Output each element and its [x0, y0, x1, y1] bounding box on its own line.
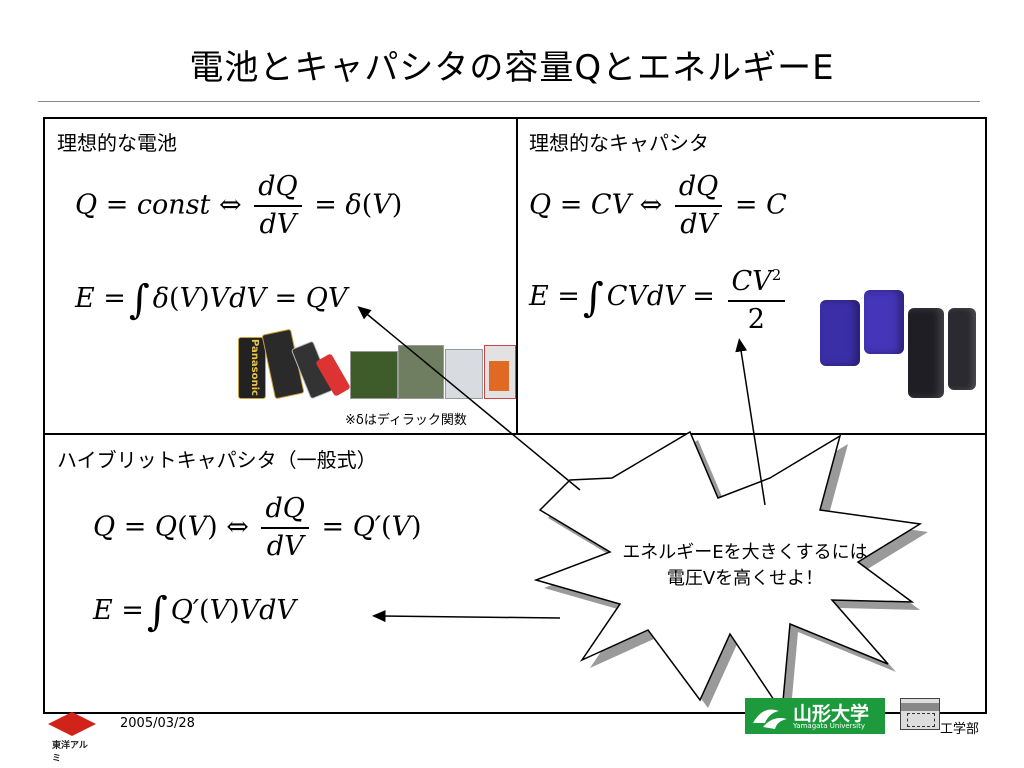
- capacitor-photo: [820, 278, 980, 398]
- university-name: 山形大学: [793, 703, 870, 725]
- hybrid-energy-equation: E =∫Q′(V)VdV: [93, 589, 296, 635]
- toyal-logo: 東洋アルミ: [48, 712, 96, 764]
- hybrid-capacitor-label: ハイブリットキャパシタ（一般式）: [57, 448, 377, 472]
- callout-line-1: エネルギーEを大きくするには: [622, 542, 868, 563]
- dirac-note: ※δはディラック関数: [345, 413, 467, 428]
- university-logo: 山形大学 Yamagata University: [745, 698, 885, 734]
- university-name-en: Yamagata University: [793, 722, 866, 730]
- toyal-jp-text: 東洋アルミ: [52, 741, 88, 764]
- toyal-diamond-icon: [48, 712, 96, 736]
- table-horizontal-divider: [45, 433, 985, 435]
- title-divider: [38, 101, 980, 102]
- faculty-label: 工学部: [940, 722, 980, 737]
- battery-brand: Panasonic: [249, 339, 260, 396]
- callout-line-2: 電圧Vを高くせよ！: [666, 568, 824, 589]
- callout-text: エネルギーEを大きくするには 電圧Vを高くせよ！: [595, 540, 895, 592]
- faculty-building-icon: [900, 698, 940, 730]
- university-emblem-icon: [753, 709, 787, 729]
- footer-date: 2005/03/28: [120, 716, 195, 731]
- slide-title: 電池とキャパシタの容量QとエネルギーE: [189, 48, 835, 88]
- ideal-capacitor-label: 理想的なキャパシタ: [529, 131, 709, 155]
- ideal-battery-label: 理想的な電池: [57, 131, 177, 155]
- battery-packs-photo: [350, 343, 516, 399]
- battery-photo: Panasonic: [238, 325, 351, 400]
- table-vertical-divider: [516, 119, 518, 435]
- battery-energy-equation: E =∫δ(V)VdV = QV: [75, 277, 348, 323]
- comparison-table: 理想的な電池 理想的なキャパシタ ハイブリットキャパシタ（一般式） Q = co…: [43, 117, 987, 714]
